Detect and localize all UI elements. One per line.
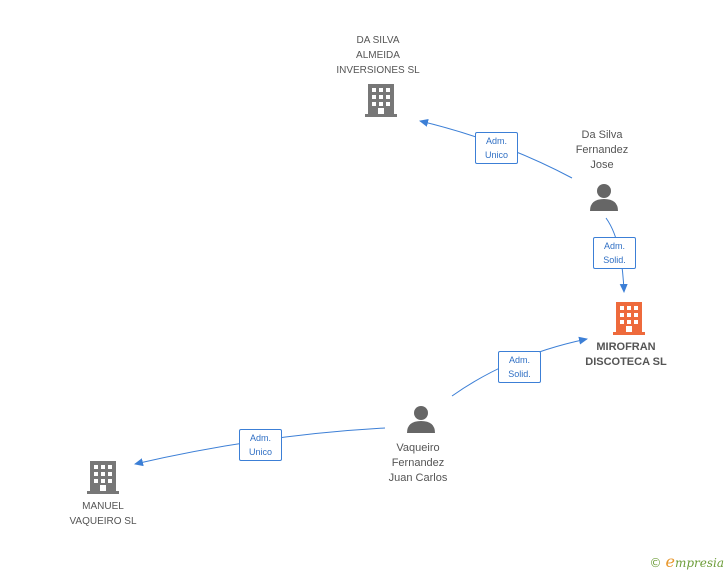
company-icon[interactable] — [87, 461, 119, 494]
label-line: MANUEL — [82, 501, 124, 512]
edge-label-line: Solid. — [603, 255, 626, 265]
edge-label-line: Solid. — [508, 369, 531, 379]
label-line: Fernandez — [575, 144, 629, 156]
label-line: DA SILVA — [356, 35, 400, 46]
person-icon[interactable] — [407, 406, 435, 433]
edge-label-line: Adm. — [603, 241, 625, 251]
label-line: MIROFRAN — [596, 341, 656, 353]
edge-label-adm-unico: Adm. Unico — [475, 132, 518, 164]
edge-label-line: Adm. — [508, 355, 530, 365]
edge-label-line: Unico — [248, 447, 272, 457]
edge-label-line: Adm. — [485, 136, 507, 146]
edge-label-line: Adm. — [249, 433, 271, 443]
label-line: Juan Carlos — [388, 472, 448, 484]
edge-label-line: Unico — [484, 150, 508, 160]
label-line: Da Silva — [581, 129, 623, 141]
main-company-icon[interactable] — [613, 302, 645, 335]
label-line: ALMEIDA — [356, 50, 400, 61]
brand-initial: e — [665, 552, 675, 571]
company-label-mirofran[interactable]: MIROFRAN DISCOTECA SL — [570, 340, 682, 370]
label-line: DISCOTECA SL — [585, 356, 667, 368]
edge-label-adm-solid: Adm. Solid. — [593, 237, 636, 269]
label-line: Vaqueiro — [396, 442, 440, 454]
label-line: VAQUEIRO SL — [69, 516, 137, 527]
person-label-da-silva-jose[interactable]: Da Silva Fernandez Jose — [562, 128, 642, 173]
person-icon[interactable] — [590, 184, 618, 211]
label-line: Fernandez — [391, 457, 445, 469]
company-label-manuel-vaqueiro[interactable]: MANUEL VAQUEIRO SL — [48, 499, 158, 529]
edge-label-adm-unico: Adm. Unico — [239, 429, 282, 461]
person-label-vaqueiro-juan[interactable]: Vaqueiro Fernandez Juan Carlos — [368, 441, 468, 486]
brand-name: mpresia — [674, 556, 724, 570]
label-line: Jose — [590, 159, 614, 171]
company-icon[interactable] — [365, 84, 397, 117]
edge-label-adm-solid: Adm. Solid. — [498, 351, 541, 383]
copyright-symbol: © — [649, 556, 662, 570]
company-label-da-silva-almeida[interactable]: DA SILVA ALMEIDA INVERSIONES SL — [318, 33, 438, 78]
label-line: INVERSIONES SL — [336, 65, 420, 76]
empresia-logo: ©empresia — [649, 552, 724, 571]
